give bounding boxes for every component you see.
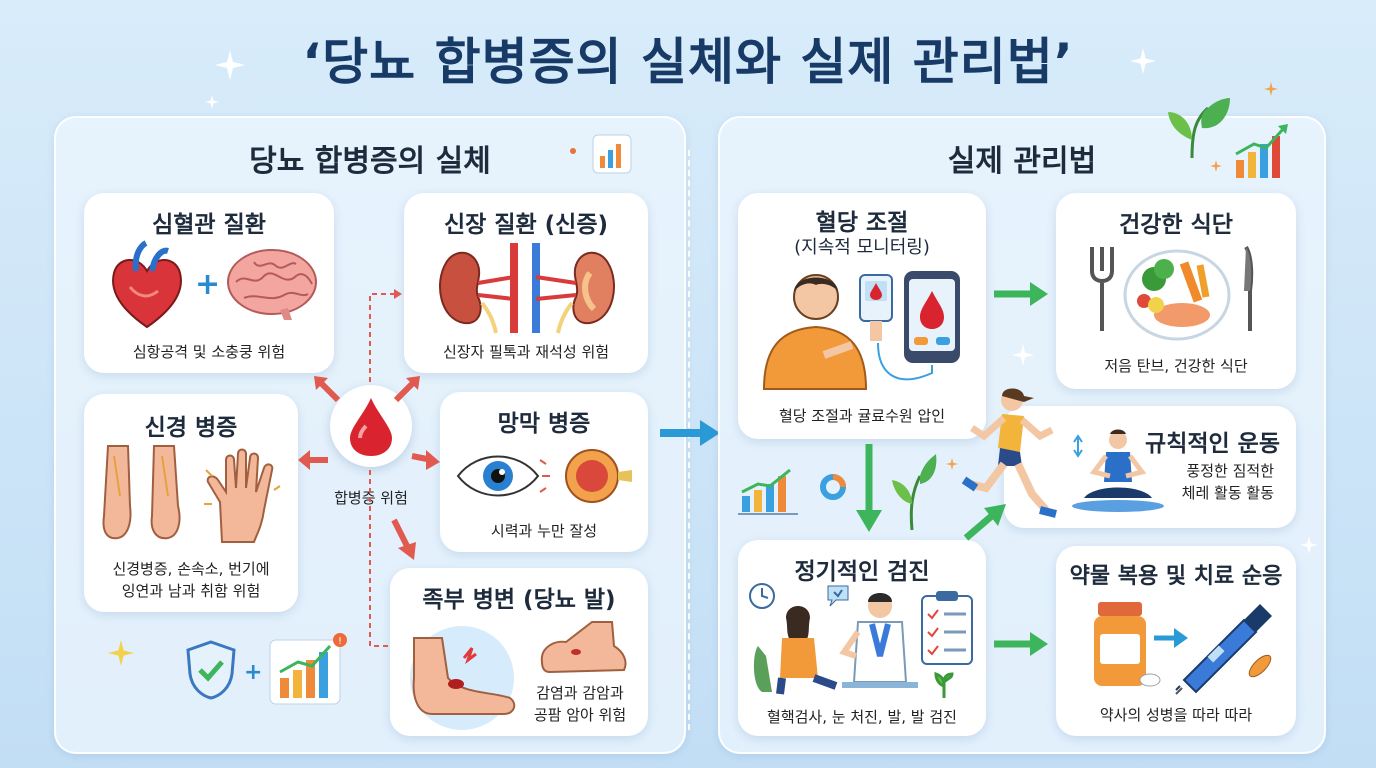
card-description: 저음 탄브, 건강한 식단 bbox=[1104, 357, 1248, 375]
arrow-to-nerve bbox=[298, 450, 328, 470]
plus-icon: + bbox=[195, 267, 221, 302]
phone-icon bbox=[904, 271, 960, 363]
card-description-line2: 체레 활동 활동 bbox=[1181, 484, 1274, 502]
clipboard-icon bbox=[921, 591, 973, 665]
hand-icon bbox=[204, 448, 281, 543]
glucose-control-card: 혈당 조절 (지속적 모니터링) 혈당 조절과 귤료수원 압인 bbox=[738, 193, 986, 439]
insulin-pen-icon bbox=[1175, 604, 1272, 695]
kidney-card: 신장 질환 (신증) 신장자 필톡과 재석성 위험 bbox=[404, 193, 648, 373]
heart-icon bbox=[112, 240, 182, 329]
card-description-line1: 풍정한 짐적한 bbox=[1186, 462, 1274, 480]
sparkle-icon bbox=[1210, 160, 1222, 172]
patient-icon bbox=[753, 606, 838, 695]
arrow-to-checkup bbox=[856, 444, 882, 532]
foot-icon bbox=[410, 626, 516, 730]
sparkle-icon bbox=[1300, 536, 1318, 554]
bar-chart-icon bbox=[738, 468, 798, 515]
brain-icon bbox=[227, 249, 317, 320]
dashed-connector bbox=[369, 470, 390, 647]
card-title: 규칙적인 운동 bbox=[1145, 431, 1280, 457]
cardiovascular-card: 심혈관 질환 + 심항공격 및 소충쿵 위험 bbox=[84, 193, 334, 373]
complications-heading: 당뇨 합병증의 실체 bbox=[249, 144, 491, 179]
card-title: 정기적인 검진 bbox=[794, 559, 930, 585]
shield-check-icon bbox=[186, 640, 236, 700]
bar-chart-icon bbox=[592, 134, 632, 174]
exercise-card: 규칙적인 운동 풍정한 짐적한 체레 활동 활동 bbox=[1004, 406, 1296, 528]
card-title: 신장 질환 (신증) bbox=[444, 212, 608, 238]
fork-icon bbox=[1090, 247, 1114, 331]
arrow-to-cardio bbox=[314, 376, 341, 403]
leaf-icon bbox=[1168, 98, 1230, 159]
regular-checkup-card: 정기적인 검진 혈핵검사, 눈 처진, 발, 발 검진 bbox=[738, 540, 986, 736]
foot-icon bbox=[540, 621, 627, 674]
glucometer-icon bbox=[859, 274, 893, 341]
sparkle-icon bbox=[1012, 344, 1034, 366]
card-title: 신경 병증 bbox=[144, 415, 238, 441]
card-title: 혈당 조절 bbox=[815, 210, 909, 236]
card-subtitle: (지속적 모니터링) bbox=[794, 237, 930, 258]
clock-icon bbox=[749, 583, 775, 609]
pie-chart-icon bbox=[820, 474, 846, 500]
pill-bottle-icon bbox=[1094, 602, 1161, 687]
runner-icon bbox=[961, 388, 1057, 518]
diabetic-foot-card: 족부 병변 (당뇨 발) 감염과 감암과 공팜 암아 위험 bbox=[390, 568, 648, 736]
speech-bubble-icon bbox=[827, 585, 849, 607]
main-title: ‘당뇨 합병증의 실체와 실제 관리법’ bbox=[302, 33, 1074, 91]
retinopathy-card: 망막 병증 시력과 누만 잘성 bbox=[440, 392, 648, 552]
cable-line bbox=[877, 342, 933, 381]
card-description: 심항공격 및 소충쿵 위험 bbox=[132, 343, 286, 361]
arrow-to-kidney bbox=[393, 376, 420, 403]
panel-divider bbox=[688, 150, 690, 730]
arrow-to-diet bbox=[994, 282, 1048, 306]
card-title: 약물 복용 및 치료 순응 bbox=[1069, 564, 1283, 589]
card-description: 시력과 누만 잘성 bbox=[490, 522, 598, 540]
plus-icon: + bbox=[244, 660, 263, 685]
leaf-icon bbox=[892, 454, 937, 531]
arrow-to-exercise bbox=[963, 504, 1006, 541]
plate-icon bbox=[1123, 249, 1231, 341]
yoga-icon bbox=[1072, 429, 1164, 512]
knife-icon bbox=[1244, 245, 1254, 331]
card-description: 혈핵검사, 눈 처진, 발, 발 검진 bbox=[767, 708, 957, 726]
arrow-icon bbox=[1154, 628, 1188, 648]
card-title: 족부 병변 (당뇨 발) bbox=[422, 587, 616, 613]
sparkle-icon bbox=[205, 95, 219, 109]
flow-arrow-icon bbox=[660, 420, 720, 446]
card-title: 건강한 식단 bbox=[1119, 212, 1233, 238]
arrow-to-retina bbox=[411, 450, 440, 470]
kidney-icon bbox=[439, 243, 615, 334]
card-description-line2: 잉연과 남과 취함 위험 bbox=[121, 582, 261, 600]
card-title: 망막 병증 bbox=[497, 411, 591, 437]
card-description: 약사의 성병을 따라 따라 bbox=[1099, 706, 1253, 724]
sparkle-icon bbox=[946, 458, 958, 470]
doctor-icon bbox=[839, 593, 918, 688]
leaf-icon bbox=[934, 671, 954, 698]
card-title: 심혈관 질환 bbox=[152, 212, 266, 238]
sparkle-icon bbox=[215, 50, 245, 80]
card-description-line1: 감염과 감암과 bbox=[536, 684, 624, 702]
blood-drop-icon bbox=[350, 398, 392, 456]
sparkle-icon bbox=[1130, 48, 1156, 74]
arrow-to-foot bbox=[391, 518, 416, 560]
foot-icon bbox=[102, 445, 181, 540]
arrow-to-medication bbox=[994, 632, 1048, 656]
eye-icon bbox=[456, 449, 632, 503]
card-description-line2: 공팜 암아 위험 bbox=[533, 706, 627, 724]
healthy-diet-card: 건강한 식단 저음 탄브, 건강한 식단 bbox=[1056, 193, 1296, 389]
bar-chart-icon: ! bbox=[269, 633, 347, 705]
management-heading: 실제 관리법 bbox=[947, 144, 1097, 179]
bar-chart-icon bbox=[1235, 124, 1288, 178]
dot-decoration bbox=[570, 148, 576, 154]
dashed-connector bbox=[369, 289, 402, 382]
card-description: 혈당 조절과 귤료수원 압인 bbox=[778, 407, 946, 425]
person-icon bbox=[762, 274, 868, 390]
neuropathy-card: 신경 병증 신경병증, 손속소, 번기에 잉연과 남과 취함 위험 bbox=[84, 394, 298, 612]
sparkle-icon bbox=[108, 640, 134, 666]
card-description: 신장자 필톡과 재석성 위험 bbox=[442, 343, 610, 361]
card-description-line1: 신경병증, 손속소, 번기에 bbox=[112, 560, 270, 578]
sparkle-icon bbox=[1264, 82, 1278, 96]
svg-text:!: ! bbox=[338, 636, 342, 647]
medication-card: 약물 복용 및 치료 순응 약사의 성병을 따라 따라 bbox=[1056, 546, 1296, 736]
